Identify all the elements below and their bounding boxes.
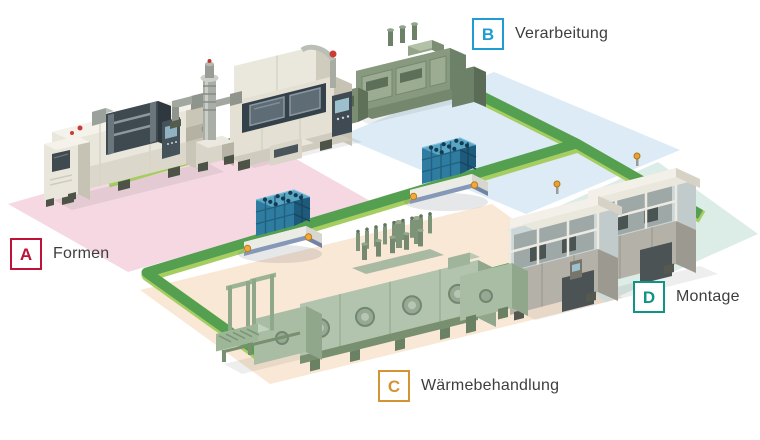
station-badge-b: B [472,18,504,50]
station-a-machines [44,59,242,207]
station-label-verarbeitung: B Verarbeitung [472,18,608,50]
furnace-burner-pipes [352,212,444,274]
station-letter-b: B [481,24,495,44]
station-caption-montage: Montage [676,288,740,305]
handling-robot [170,59,242,172]
station-badge-d: D [633,281,665,313]
station-badge-c: C [378,370,410,402]
control-cabinet [44,131,90,207]
station-caption-waermebehandlung: Wärmebehandlung [421,377,560,394]
station-label-waermebehandlung: C Wärmebehandlung [378,370,559,402]
station-letter-d: D [642,287,656,307]
station-label-montage: D Montage [633,281,740,313]
station-caption-verarbeitung: Verarbeitung [515,25,609,42]
assembly-cell-left [508,180,622,321]
station-label-formen: A Formen [10,238,109,270]
station-c-furnace [216,212,528,372]
station-b-machines [230,22,486,171]
station-d-machines [508,152,700,321]
station-letter-a: A [19,244,33,264]
floor-verarbeitung [340,72,680,214]
station-letter-c: C [387,376,401,396]
station-badge-a: A [10,238,42,270]
station-caption-formen: Formen [53,245,110,262]
cnc-machine [230,44,352,171]
furnace-exit [460,263,528,328]
floor-formen [8,134,372,272]
furnace-entrance [216,272,322,365]
